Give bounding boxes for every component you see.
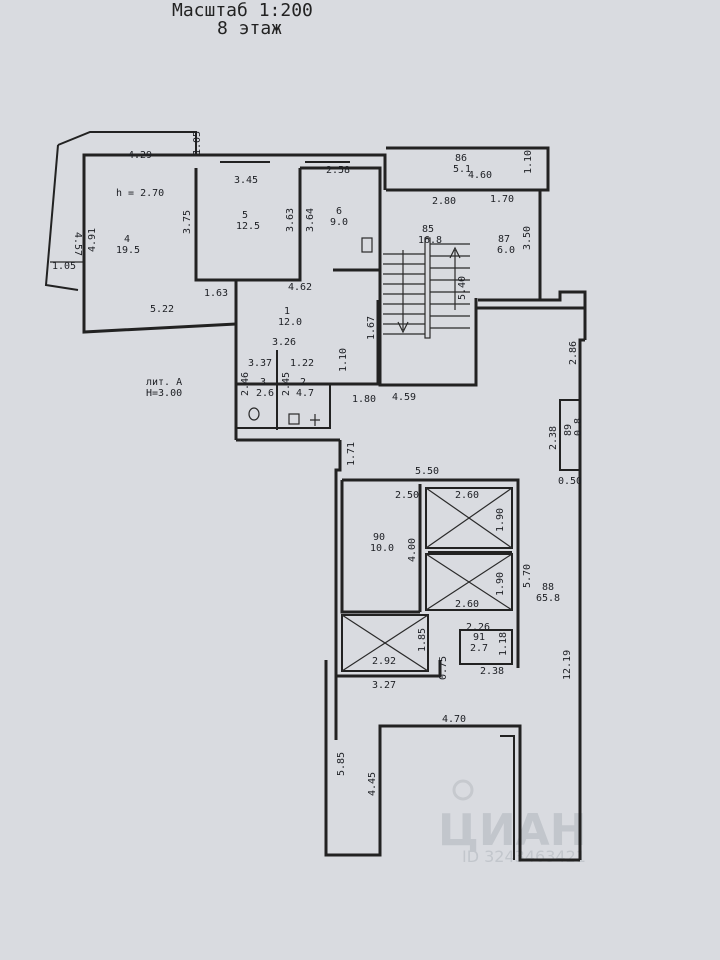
- room-91-num: 91: [473, 632, 485, 643]
- sanitary-fixtures: [248, 237, 373, 426]
- room-85-num: 85: [422, 224, 434, 235]
- dim: 2.92: [372, 656, 396, 667]
- dim: 4.00: [407, 538, 418, 562]
- room-5-area: 12.5: [236, 221, 260, 232]
- room-4-area: 19.5: [116, 245, 140, 256]
- dim: 5.40: [457, 276, 468, 300]
- dim: 1.22: [290, 358, 314, 369]
- dim: 3.27: [372, 680, 396, 691]
- dim: 1.70: [490, 194, 514, 205]
- dim: 2.26: [466, 622, 490, 633]
- dim: 2.38: [548, 426, 559, 450]
- dim: 5.85: [336, 752, 347, 776]
- dim: 5.22: [150, 304, 174, 315]
- dim: 1.80: [352, 394, 376, 405]
- dim: 1.10: [338, 348, 349, 372]
- dimension-labels-vertical: 1.05 4.57 4.91 1.05 3.75 3.63 3.64 1.67 …: [52, 131, 579, 796]
- floor-label: 8 этаж: [217, 18, 282, 39]
- room-87-num: 87: [498, 234, 510, 245]
- dim: 2.46: [240, 372, 251, 396]
- dim: 2.60: [455, 599, 479, 610]
- dim: 2.60: [455, 490, 479, 501]
- dim: 3.64: [305, 208, 316, 232]
- room-6-area: 9.0: [330, 217, 348, 228]
- block-height: Н=3.00: [146, 388, 182, 399]
- room-labels: h = 2.70 лит. А Н=3.00 4 19.5 5 12.5 6 9…: [116, 153, 584, 654]
- dim: 1.90: [495, 508, 506, 532]
- dim: 2.50: [395, 490, 419, 501]
- room-3-area: 2.6: [256, 388, 274, 399]
- room-5-num: 5: [242, 210, 248, 221]
- balcony: [44, 131, 197, 291]
- dim: 4.29: [128, 150, 152, 161]
- room-87-area: 6.0: [497, 245, 515, 256]
- dimension-labels: 4.29 3.45 2.58 1.63 4.62 5.22 3.26 3.37 …: [128, 150, 582, 725]
- room-height: h = 2.70: [116, 188, 164, 199]
- dim: 0.50: [558, 476, 582, 487]
- elevator-shafts: [341, 487, 513, 672]
- room-6-num: 6: [336, 206, 342, 217]
- dim: 3.37: [248, 358, 272, 369]
- dim: 4.57: [72, 232, 83, 256]
- room-91-area: 2.7: [470, 643, 488, 654]
- dim: 2.38: [480, 666, 504, 677]
- hall-88: [324, 306, 587, 862]
- room-2-num: 2: [300, 377, 306, 388]
- dim: 1.90: [495, 572, 506, 596]
- room-3-num: 3: [260, 377, 266, 388]
- dim: 4.45: [367, 772, 378, 796]
- room-89-area: 0.8: [573, 418, 584, 436]
- room-90-num: 90: [373, 532, 385, 543]
- dim: 5.70: [522, 564, 533, 588]
- watermark: ЦИАН ID 3243463421: [438, 779, 587, 866]
- dim: 4.91: [87, 228, 98, 252]
- dim: 2.45: [281, 372, 292, 396]
- room-86-area: 5.1: [453, 164, 471, 175]
- dim: 4.70: [442, 714, 466, 725]
- dim: 1.10: [523, 150, 534, 174]
- dim: 4.60: [468, 170, 492, 181]
- dim: 2.86: [568, 341, 579, 365]
- dim: 3.26: [272, 337, 296, 348]
- room-1-num: 1: [284, 306, 290, 317]
- room-1-area: 12.0: [278, 317, 302, 328]
- dim: 1.71: [346, 442, 357, 466]
- dim: 1.18: [498, 632, 509, 656]
- room-89-num: 89: [563, 424, 574, 436]
- dim: 4.59: [392, 392, 416, 403]
- dim: 0.75: [438, 656, 449, 680]
- room-2-area: 4.7: [296, 388, 314, 399]
- dim: 1.05: [192, 131, 203, 155]
- watermark-brand: ЦИАН: [438, 805, 587, 856]
- stair-block: [378, 146, 587, 387]
- dim: 3.75: [182, 210, 193, 234]
- block-lit: лит. А: [146, 377, 182, 388]
- dim: 2.58: [326, 165, 350, 176]
- dim: 4.62: [288, 282, 312, 293]
- watermark-id: ID 3243463421: [462, 847, 586, 866]
- room-4-num: 4: [124, 234, 130, 245]
- dim: 1.63: [204, 288, 228, 299]
- room-88-area: 65.8: [536, 593, 560, 604]
- dim: 5.50: [415, 466, 439, 477]
- dim: 12.19: [562, 650, 573, 680]
- room-85-area: 16.8: [418, 235, 442, 246]
- dim: 1.67: [366, 316, 377, 340]
- dim: 3.45: [234, 175, 258, 186]
- dim: 1.85: [417, 628, 428, 652]
- room-88-num: 88: [542, 582, 554, 593]
- room-90-area: 10.0: [370, 543, 394, 554]
- room-86-num: 86: [455, 153, 467, 164]
- dim: 1.05: [52, 261, 76, 272]
- dim: 3.50: [522, 226, 533, 250]
- dim: 3.63: [285, 208, 296, 232]
- scale-label: Масштаб 1:200: [172, 0, 313, 21]
- dim: 2.80: [432, 196, 456, 207]
